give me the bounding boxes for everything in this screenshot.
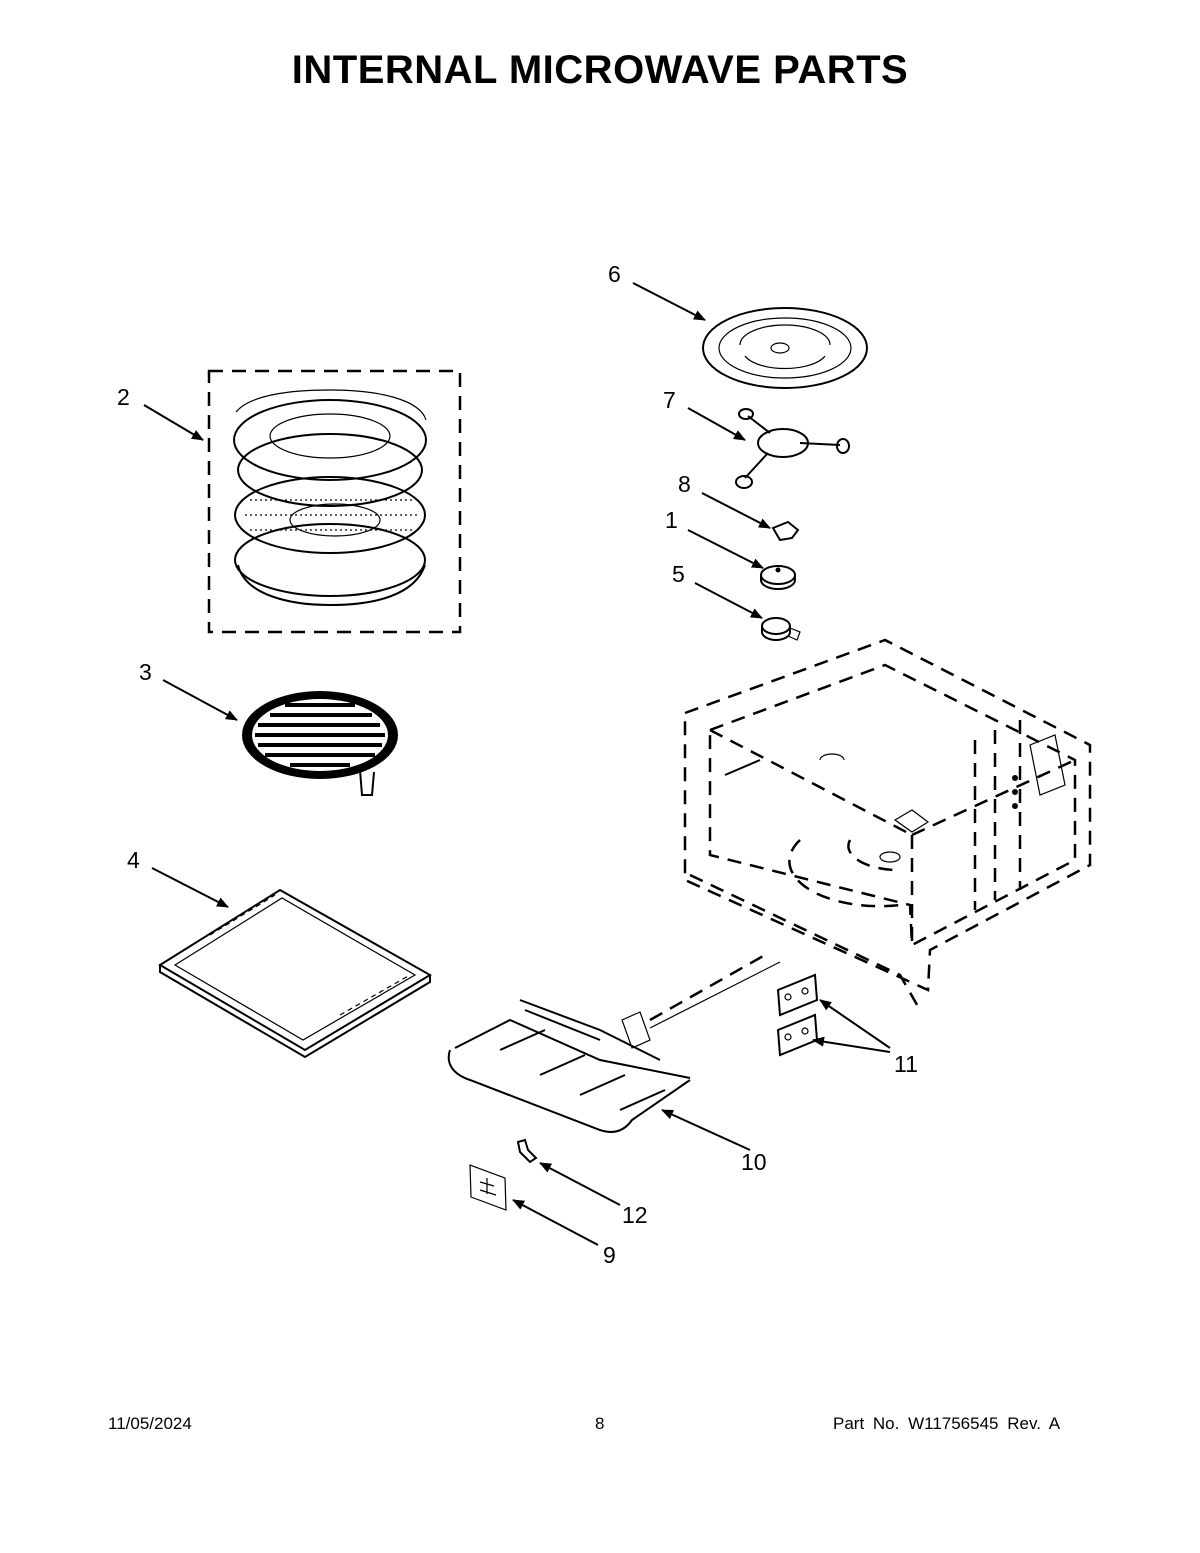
part-1-turntable-motor bbox=[760, 565, 796, 590]
part-5-switch bbox=[761, 617, 801, 641]
part-2-steamer-set bbox=[207, 369, 462, 634]
part-12-bracket bbox=[516, 1138, 538, 1164]
callout-8: 8 bbox=[678, 471, 691, 497]
callout-11: 11 bbox=[894, 1051, 918, 1077]
leader-arrows bbox=[143, 282, 891, 1246]
footer-part-number: Part No. W11756545 Rev. A bbox=[833, 1414, 1061, 1433]
callout-12: 12 bbox=[622, 1202, 648, 1228]
callout-6: 6 bbox=[608, 261, 621, 287]
part-8-coupler bbox=[771, 520, 800, 542]
callout-3: 3 bbox=[139, 659, 152, 685]
part-10-heating-element bbox=[447, 953, 781, 1133]
callout-4: 4 bbox=[127, 847, 140, 873]
callout-9: 9 bbox=[603, 1242, 616, 1268]
part-4-baking-tray bbox=[158, 888, 432, 1059]
page-title: INTERNAL MICROWAVE PARTS bbox=[291, 48, 909, 92]
microwave-cavity-housing bbox=[683, 638, 1092, 1011]
callout-7: 7 bbox=[663, 387, 676, 413]
part-7-roller-support bbox=[735, 408, 850, 489]
footer-date: 11/05/2024 bbox=[108, 1414, 192, 1433]
part-11-waveguide-covers bbox=[776, 973, 819, 1057]
footer-page-number: 8 bbox=[595, 1414, 605, 1433]
part-3-grill-rack bbox=[242, 691, 398, 796]
part-9-label bbox=[469, 1164, 507, 1211]
callout-10: 10 bbox=[741, 1149, 767, 1175]
part-6-turntable-tray bbox=[702, 307, 868, 389]
callout-5: 5 bbox=[672, 561, 685, 587]
callout-1: 1 bbox=[665, 507, 678, 533]
callout-2: 2 bbox=[117, 384, 130, 410]
